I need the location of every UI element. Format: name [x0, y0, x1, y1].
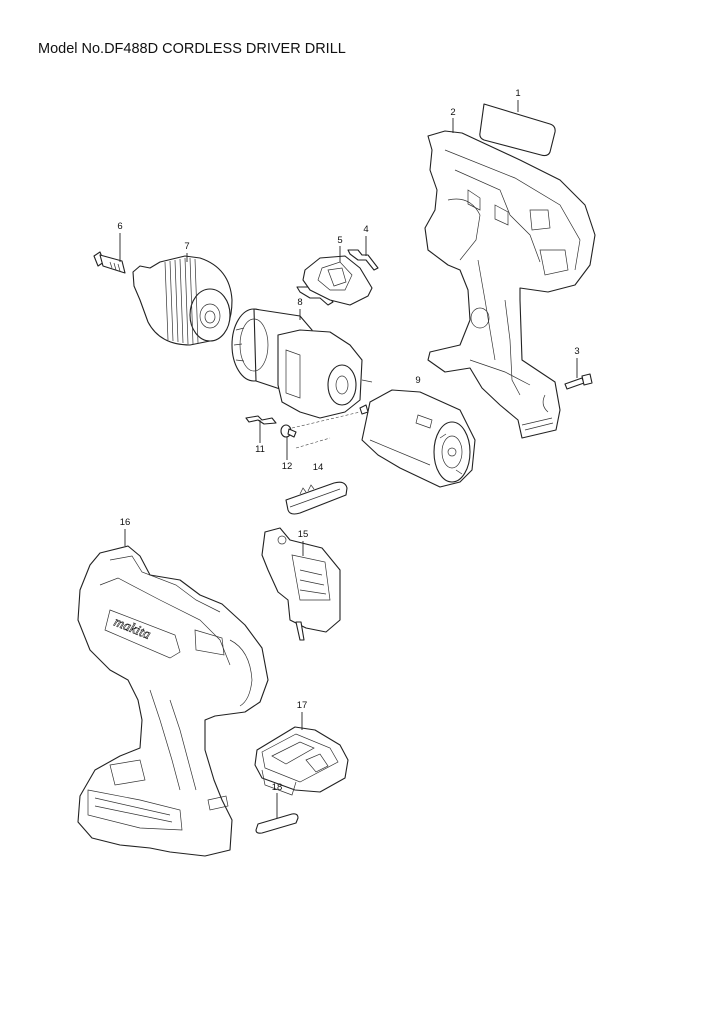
callout-1: 1: [515, 88, 521, 99]
part-7-keyless-chuck: [132, 253, 233, 346]
callout-12: 12: [281, 461, 293, 472]
callout-9: 9: [415, 375, 421, 386]
part-18-name-plate: [255, 793, 299, 834]
callout-6: 6: [117, 221, 123, 232]
part-6-chuck-screw: [93, 233, 126, 274]
callout-11: 11: [255, 444, 265, 455]
callout-4: 4: [363, 224, 369, 235]
part-1-label-plate: [479, 100, 556, 157]
part-12-pan-screw: [280, 424, 297, 460]
callout-5: 5: [337, 235, 343, 246]
part-2-housing-right: [424, 118, 596, 439]
part-16-housing-left: makita: [77, 529, 269, 857]
part-5-switch-plate: [302, 246, 373, 306]
callout-8: 8: [297, 297, 303, 308]
part-17-terminal-holder: [254, 712, 349, 796]
part-11-leaf-spring: [245, 415, 277, 443]
callout-7: 7: [184, 241, 190, 252]
part-9-dc-motor: [291, 389, 476, 488]
callout-18: 18: [271, 782, 283, 793]
part-4-spring-clips: [296, 236, 379, 306]
callout-15: 15: [297, 529, 309, 540]
part-8-gear-assembly: [231, 308, 373, 419]
part-14-lever: [285, 481, 348, 515]
part-3-tapping-screw: [564, 358, 593, 390]
callout-14: 14: [312, 462, 324, 473]
callout-2: 2: [450, 107, 456, 118]
callout-17: 17: [296, 700, 308, 711]
callout-16: 16: [119, 517, 131, 528]
part-15-switch: [261, 527, 341, 641]
callout-3: 3: [574, 346, 580, 357]
page-title: Model No.DF488D CORDLESS DRIVER DRILL: [38, 41, 346, 57]
